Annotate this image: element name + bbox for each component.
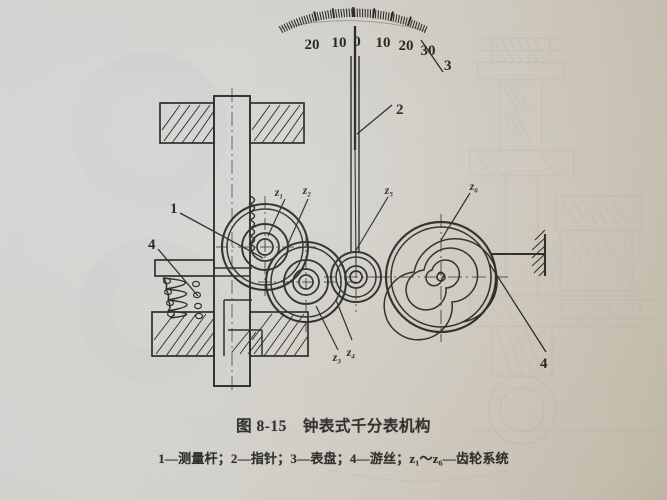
- z6-bore: [436, 272, 446, 282]
- gear-label-z4: z₄: [346, 347, 356, 359]
- hairspring-anchor: [490, 229, 547, 277]
- leader-z6: [440, 192, 471, 241]
- gear-label-z1: z₁: [274, 187, 284, 199]
- callout-leader-rod: [179, 212, 264, 259]
- gear-label-leaders: [267, 192, 471, 351]
- callout-label-spring: 4: [148, 237, 156, 253]
- callout-label-dial: 3: [444, 58, 452, 74]
- figure-caption-text: 图 8-15 钟表式千分表机构: [236, 418, 431, 435]
- dial-scale-group: [278, 6, 428, 34]
- coil-spring-loops: [163, 277, 204, 320]
- gear-z6-group: [376, 214, 508, 342]
- gear-label-z6: z₆: [469, 181, 479, 193]
- leader-z2: [287, 198, 309, 245]
- callout-leader-hairspring: [488, 262, 547, 353]
- gear-label-z5: z₅: [384, 185, 394, 197]
- dial-label-10-right: 10: [376, 35, 391, 51]
- bushing-upper-right: [249, 102, 305, 144]
- callout-leader-pointer: [356, 104, 393, 135]
- spring-seat-and-coil: [154, 259, 215, 320]
- leader-z3: [315, 305, 339, 351]
- dial-numerals: 20 10 0 10 20 30: [305, 34, 436, 59]
- leader-z4: [335, 299, 353, 341]
- leader-z5: [354, 196, 389, 253]
- callout-label-hairspring: 4: [540, 356, 548, 372]
- pointer-needle-group: [350, 26, 360, 269]
- bushing-upper-left: [159, 102, 215, 144]
- gear-z1-hub: [250, 232, 280, 262]
- callout-label-pointer: 2: [396, 102, 404, 118]
- upper-bushings: [159, 102, 305, 144]
- dial-label-20-right: 20: [399, 38, 414, 54]
- figure-legend-text: 1—测量杆；2—指针；3—表盘；4—游丝；z₁～z₆—齿轮系统: [158, 451, 509, 466]
- gear-z1-bore: [256, 238, 274, 256]
- dial-major-ticks: [313, 6, 412, 27]
- gear-labels: z₁ z₂ z₃ z₄ z₅ z₆: [274, 181, 479, 364]
- dial-label-0: 0: [353, 34, 361, 50]
- gear-label-z2: z₂: [302, 185, 312, 197]
- spring-seat-plate: [154, 259, 215, 277]
- callout-leader-dial: [420, 39, 444, 73]
- bushing-lower-left: [151, 311, 215, 357]
- callout-leader-spring: [157, 248, 199, 297]
- dial-label-20-left: 20: [305, 37, 320, 53]
- callout-leaders-left: [157, 212, 264, 297]
- callout-label-rod: 1: [170, 201, 178, 217]
- anchor-hatching: [531, 229, 546, 277]
- figure-legend: 1—测量杆；2—指针；3—表盘；4—游丝；z₁～z₆—齿轮系统: [0, 448, 667, 467]
- frame-bracket-detail: [214, 267, 263, 356]
- gear-label-z3: z₃: [332, 352, 342, 364]
- hairspring-spiral: [383, 238, 498, 341]
- dial-label-10-left: 10: [332, 35, 347, 51]
- figure-caption: 图 8-15 钟表式千分表机构: [0, 414, 667, 436]
- lower-bushings: [151, 311, 309, 357]
- leader-z1: [267, 198, 286, 237]
